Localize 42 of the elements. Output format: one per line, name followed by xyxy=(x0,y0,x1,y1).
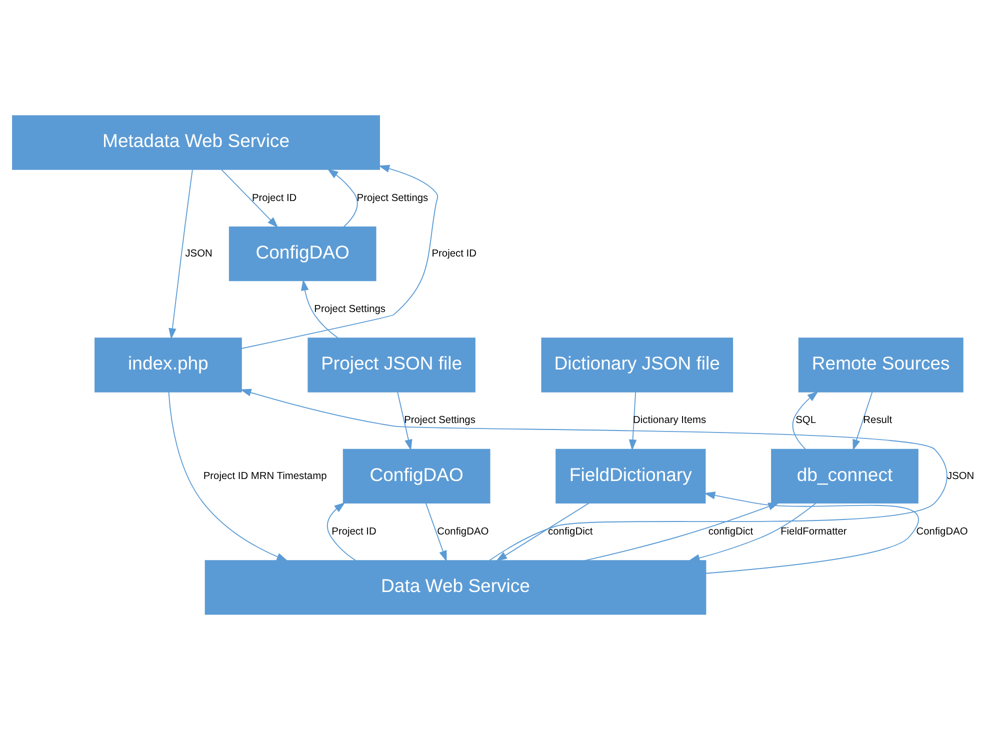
node-box: Data Web Service xyxy=(204,560,706,614)
arrow xyxy=(327,168,358,227)
edge-label: ConfigDAO xyxy=(916,526,968,537)
edge-label: Project ID xyxy=(332,526,376,537)
edge-label: Project ID xyxy=(252,192,297,204)
arrow xyxy=(326,502,356,560)
arrow xyxy=(584,502,780,560)
edge-label: configDict xyxy=(708,526,754,537)
node-box: db_connect xyxy=(771,448,918,504)
edge-label: configDict xyxy=(548,526,593,537)
arrow xyxy=(221,168,278,228)
edge-label: Result xyxy=(863,414,892,426)
edge-label: SQL xyxy=(796,414,816,426)
arrow xyxy=(168,390,288,560)
edge-label: FieldFormatter xyxy=(780,526,847,537)
node-box: Metadata Web Service xyxy=(12,114,380,170)
edge-label: JSON xyxy=(185,248,212,259)
arrow xyxy=(425,502,447,562)
arrow xyxy=(852,391,873,450)
node-box: Project JSON file xyxy=(308,337,476,392)
edge-label: Project Settings xyxy=(404,414,476,426)
node-box: index.php xyxy=(94,337,242,392)
node-box: Dictionary JSON file xyxy=(541,337,734,392)
node-box: Remote Sources xyxy=(798,337,964,392)
arrow xyxy=(792,390,818,449)
node-box: FieldDictionary xyxy=(556,448,706,504)
arrow xyxy=(496,502,590,561)
arrow xyxy=(241,164,438,348)
arrow xyxy=(168,168,193,339)
edge-label: ConfigDAO xyxy=(437,526,489,537)
edge-label: Project Settings xyxy=(314,303,386,314)
node-box: ConfigDAO xyxy=(228,226,376,281)
arrow xyxy=(704,491,919,574)
node-box: ConfigDAO xyxy=(342,448,490,504)
arrow xyxy=(688,502,816,562)
arrow xyxy=(240,388,948,560)
edge-label: Project Settings xyxy=(356,192,428,204)
edge-label: Project ID MRN Timestamp xyxy=(203,470,327,482)
edge-label: Project ID xyxy=(432,248,476,259)
edge-label: JSON xyxy=(946,470,974,482)
arrow xyxy=(301,278,338,338)
arrow xyxy=(397,391,412,450)
